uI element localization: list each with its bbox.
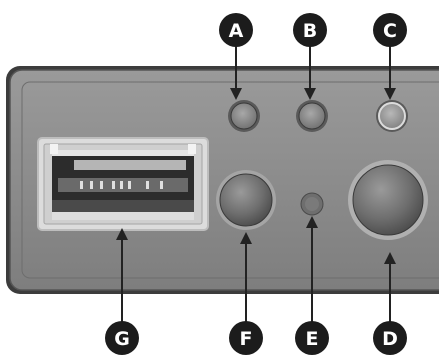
led-b [296,100,328,132]
callout-d-label: D [382,328,398,350]
usb-port-icon [37,137,209,231]
callout-g: G [105,321,139,355]
led-c [376,100,408,132]
callout-b: B [293,13,327,47]
callout-a-label: A [229,20,244,42]
callout-e: E [295,321,329,355]
callout-e-label: E [306,328,319,350]
callout-f-label: F [240,328,253,350]
callout-b-label: B [303,20,317,42]
round-button-d [348,160,428,240]
callout-c-label: C [383,20,397,42]
callout-d: D [373,321,407,355]
led-a [228,100,260,132]
callout-a: A [219,13,253,47]
callout-g-label: G [114,328,130,350]
leader-lines [116,46,396,322]
round-button-f [216,170,276,230]
reset-pinhole-icon [300,192,324,216]
callout-c: C [373,13,407,47]
callout-f: F [229,321,263,355]
